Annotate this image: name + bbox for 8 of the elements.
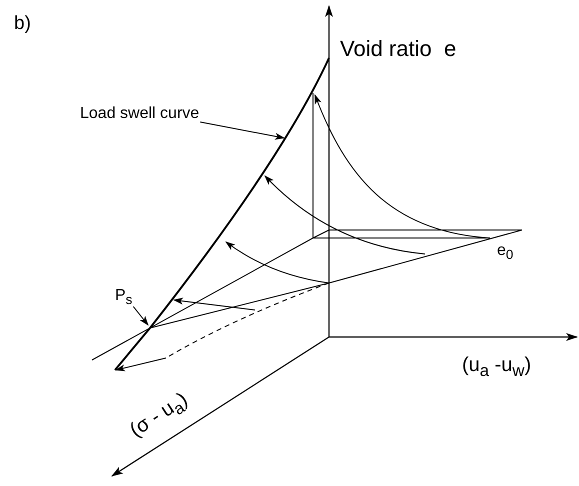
leader-line [200, 122, 285, 140]
leader-line [132, 306, 149, 326]
point-label: P$_{s}$ [115, 288, 132, 307]
panel-label: b) [14, 14, 31, 33]
axis-title: (u$_{a}$ -u$_{w}$) [462, 355, 532, 380]
axis-title: Void ratio e [340, 38, 456, 60]
point-label: e$_{0}$ [497, 243, 514, 262]
curve-label: Load swell curve [80, 106, 200, 122]
